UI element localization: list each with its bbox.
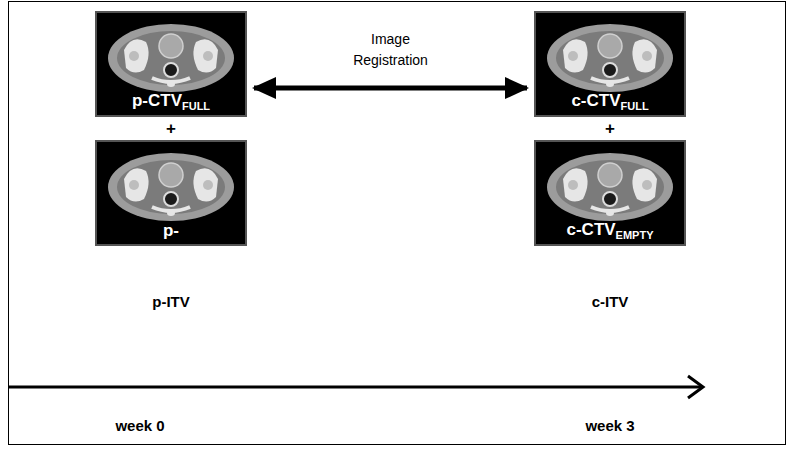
plus-sign: +	[166, 119, 176, 139]
panel-label: p-	[163, 221, 179, 240]
plus-sign: +	[605, 119, 615, 139]
time-label: week 3	[585, 417, 634, 434]
ct-image-panel: p-	[96, 141, 246, 245]
timeline-arrowhead	[688, 376, 703, 398]
panel-caption: c-CTVEMPTY	[535, 221, 685, 241]
panel-label: c-CTV	[566, 220, 615, 239]
panel-caption: p-CTVFULL	[96, 92, 246, 112]
ct-image	[535, 12, 685, 116]
volume-label: p-ITV	[152, 293, 190, 310]
panel-subscript: FULL	[621, 100, 649, 112]
ct-image-panel: p-CTVFULL	[96, 12, 246, 116]
ct-image	[96, 12, 246, 116]
panel-label: c-CTV	[571, 91, 620, 110]
panel-subscript: FULL	[182, 100, 210, 112]
panel-caption: p-	[96, 222, 246, 241]
ct-image-panel: c-CTVEMPTY	[535, 141, 685, 245]
panel-caption: c-CTVFULL	[535, 92, 685, 112]
connector-label: Image Registration	[343, 29, 439, 70]
outer-frame	[9, 2, 786, 445]
time-label: week 0	[115, 417, 164, 434]
ct-image	[535, 141, 685, 245]
panel-label: p-CTV	[132, 91, 182, 110]
timeline-axis	[8, 386, 702, 389]
volume-label: c-ITV	[592, 293, 629, 310]
ct-image	[96, 141, 246, 245]
panel-subscript: EMPTY	[616, 229, 654, 241]
registration-arrow	[254, 86, 527, 91]
ct-image-panel: c-CTVFULL	[535, 12, 685, 116]
